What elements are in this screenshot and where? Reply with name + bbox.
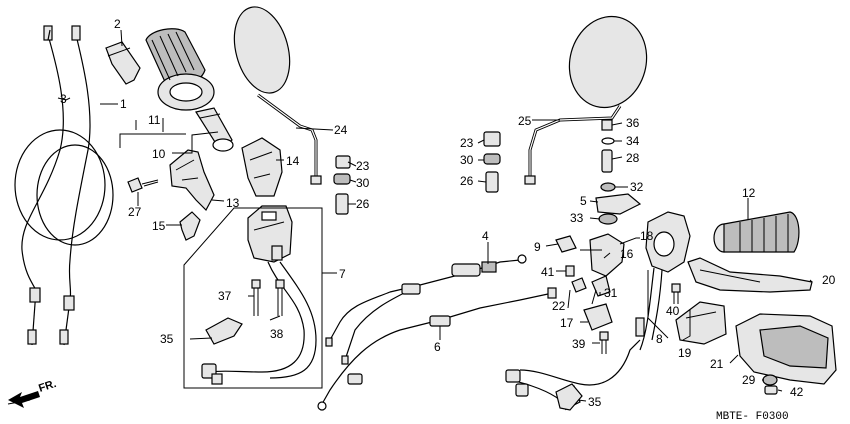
screw-38 <box>275 279 285 316</box>
callout-26-center: 26 <box>460 174 474 188</box>
callout-3: 3 <box>60 92 67 106</box>
callout-42: 42 <box>790 385 804 399</box>
throttle-cap-2 <box>105 41 141 85</box>
screw-40 <box>671 283 681 304</box>
callout-23-left: 23 <box>356 159 370 173</box>
diagram-code: MBTE- F0300 <box>716 411 789 423</box>
clutch-lever-20 <box>687 257 813 293</box>
callout-10: 10 <box>152 147 166 161</box>
screw-39 <box>599 331 609 354</box>
callout-29: 29 <box>742 373 756 387</box>
assembly-bracket-7 <box>183 207 323 389</box>
callout-24: 24 <box>334 123 348 137</box>
throttle-housing-13 <box>169 149 215 211</box>
callout-5: 5 <box>580 194 587 208</box>
callout-9: 9 <box>534 240 541 254</box>
lever-cover-19 <box>675 301 727 345</box>
mirror-left-24 <box>233 6 322 185</box>
throttle-grip-11 <box>145 28 215 111</box>
throttle-cable-3 <box>21 25 64 346</box>
callout-20: 20 <box>822 273 836 287</box>
front-label: FR. <box>37 378 58 395</box>
throttle-cable-1 <box>59 25 91 346</box>
callout-18: 18 <box>640 229 654 243</box>
callout-30-center: 30 <box>460 153 474 167</box>
callout-17: 17 <box>560 316 574 330</box>
callout-27: 27 <box>128 205 142 219</box>
callout-30-left: 30 <box>356 176 370 190</box>
callout-21: 21 <box>710 357 724 371</box>
callout-33: 33 <box>570 211 584 225</box>
throttle-housing-14 <box>241 137 283 197</box>
callout-35-right-text: 35 <box>588 395 602 409</box>
nut-42 <box>764 385 778 395</box>
cable-6 <box>317 287 557 411</box>
callout-36: 36 <box>626 116 640 130</box>
callout-34: 34 <box>626 134 640 148</box>
mirror-bolt-stack <box>600 119 616 192</box>
callout-11: 11 <box>148 113 161 127</box>
callout-1: 1 <box>120 97 127 111</box>
callout-28: 28 <box>626 151 640 165</box>
nut-stack-center <box>483 131 501 193</box>
cable-4 <box>325 254 527 365</box>
callout-19: 19 <box>678 346 692 360</box>
clip-15 <box>179 211 201 241</box>
band-35-left <box>205 317 243 345</box>
callout-41: 41 <box>541 265 555 279</box>
callout-14: 14 <box>286 154 300 168</box>
callout-31: 31 <box>604 286 618 300</box>
callout-38: 38 <box>270 327 284 341</box>
callout-16: 16 <box>620 247 634 261</box>
switch-housing-left-7 <box>201 205 317 385</box>
callout-39-text: 39 <box>572 337 586 351</box>
callout-22: 22 <box>552 299 566 313</box>
callout-26-left: 26 <box>356 197 370 211</box>
grip-right-12 <box>713 211 800 253</box>
nut-stack-left <box>333 155 351 215</box>
assembly-bracket-8 <box>647 270 661 331</box>
callout-37: 37 <box>218 289 232 303</box>
callout-labels: 2 3 1 11 10 27 13 15 14 24 23 30 26 7 37… <box>60 17 836 409</box>
cable-coil <box>14 129 114 246</box>
callout-7: 7 <box>339 267 346 281</box>
callout-23-center: 23 <box>460 136 474 150</box>
bolt-27 <box>127 177 159 193</box>
clamp-17 <box>583 289 613 331</box>
front-direction-arrow: FR. <box>8 378 58 408</box>
callout-6: 6 <box>434 340 441 354</box>
grommet-29 <box>762 374 778 386</box>
callout-13: 13 <box>226 196 240 210</box>
callout-2: 2 <box>114 17 121 31</box>
callout-4: 4 <box>482 229 489 243</box>
handguard-21 <box>735 313 837 385</box>
callout-15: 15 <box>152 219 166 233</box>
screw-37 <box>251 279 261 316</box>
mirror-right-25 <box>524 15 648 185</box>
callout-32: 32 <box>630 180 644 194</box>
callout-8: 8 <box>656 332 663 346</box>
callout-40: 40 <box>666 304 680 318</box>
callout-35-left: 35 <box>160 332 174 346</box>
callout-25: 25 <box>518 114 532 128</box>
throttle-pipe-10 <box>195 107 234 152</box>
lever-bracket-5 <box>595 193 642 225</box>
band-35-right <box>555 383 583 411</box>
callout-12: 12 <box>742 186 756 200</box>
